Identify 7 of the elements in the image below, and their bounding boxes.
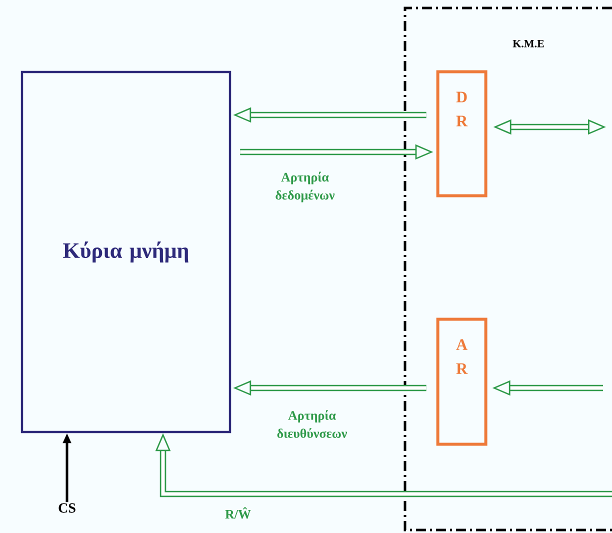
edge-label: Αρτηρία διευθύνσεων [277,410,347,438]
memory-box: Κύρια μνήμη [20,70,232,434]
edge-label: Αρτηρία δεδομένων [276,172,335,202]
edge-label: R/Ŵ [225,507,251,519]
register-box: D R [436,70,488,198]
signal-label: CS [58,503,76,513]
register-box: A R [436,318,488,446]
